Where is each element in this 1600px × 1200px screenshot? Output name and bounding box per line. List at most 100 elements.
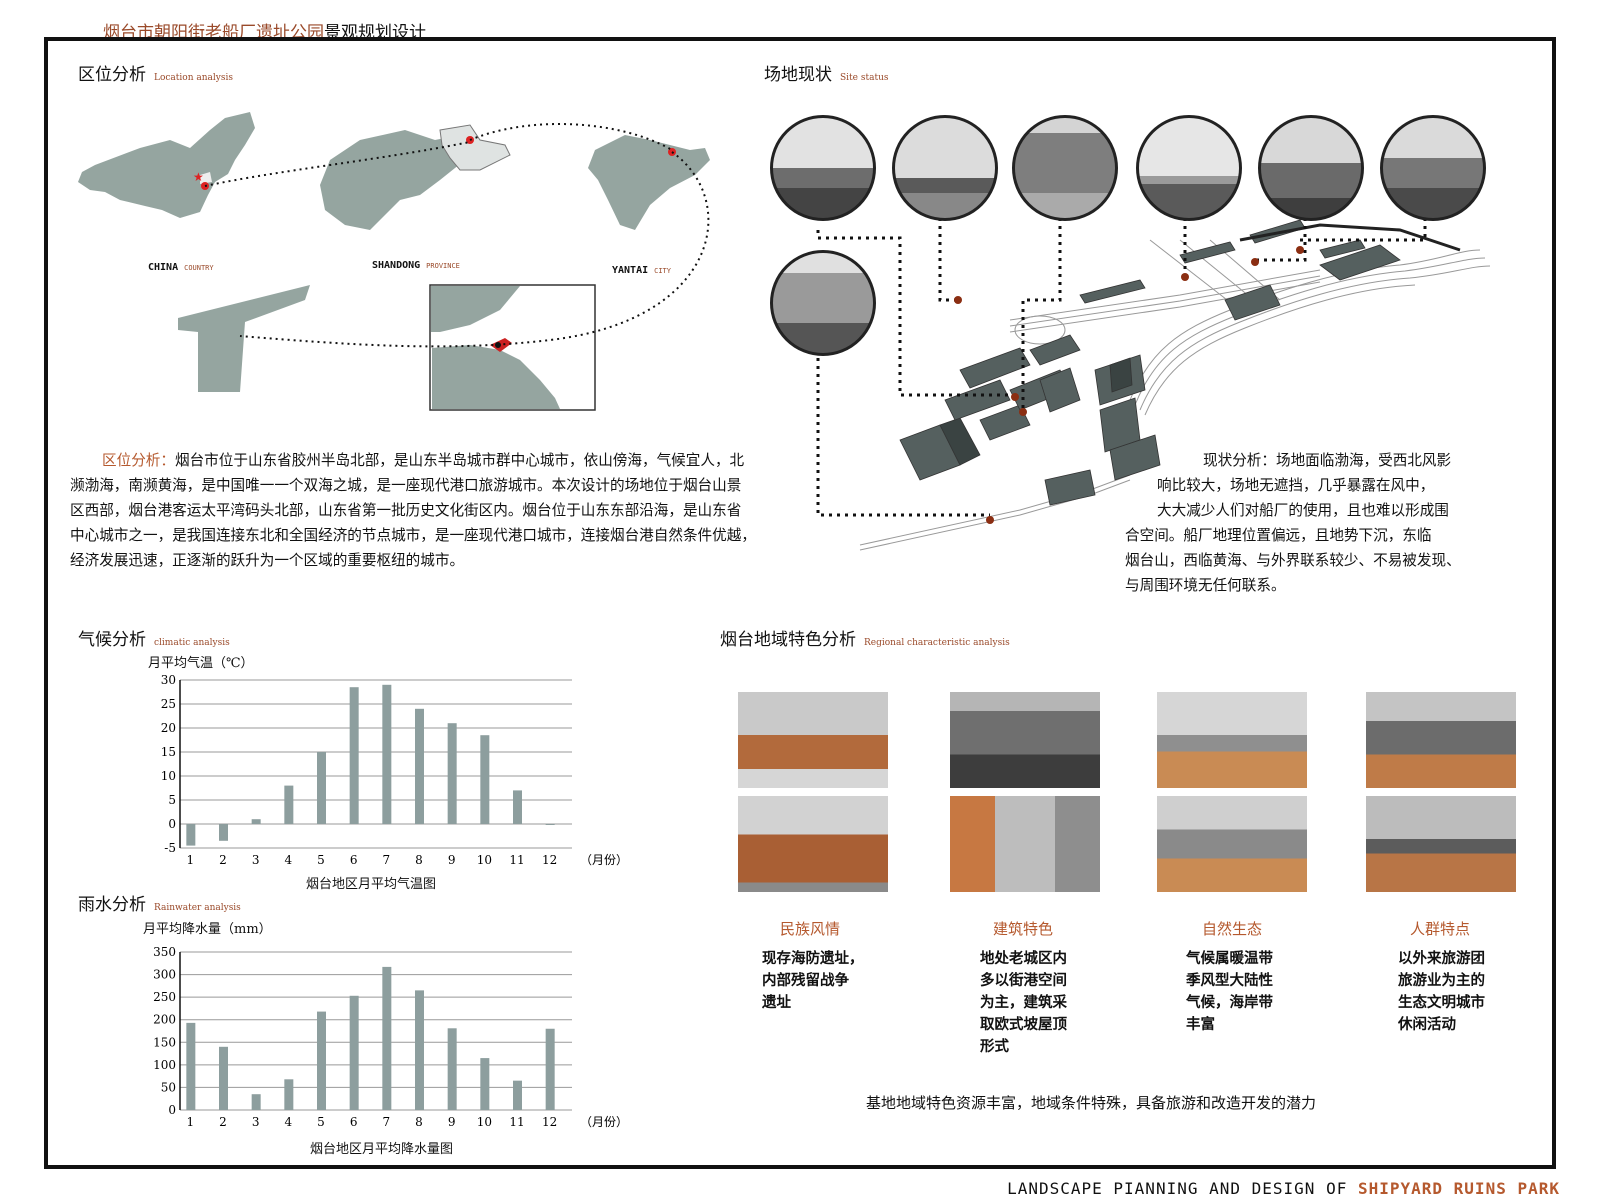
x-tick-label: 12 (542, 853, 557, 867)
x-tick-label: 10 (477, 1115, 492, 1129)
x-unit-label: （月份） (580, 1115, 628, 1129)
rain-ylabel: 月平均降水量（mm） (143, 922, 272, 937)
category-text-ethnic: 现存海防遗址，内部残留战争遗址 (762, 950, 864, 1011)
y-tick-label: 50 (161, 1080, 176, 1094)
location-para-highlight: 区位分析： (102, 452, 175, 469)
bar (480, 735, 490, 824)
site-title: 场地现状 Site status (764, 60, 888, 85)
location-title-en: Location analysis (154, 73, 233, 83)
x-unit-label: （月份） (580, 853, 628, 867)
bar (349, 995, 359, 1110)
site-plan (816, 210, 1491, 551)
location-paragraph: 区位分析：烟台市位于山东省胶州半岛北部，是山东半岛城市群中心城市，依山傍海，气候… (70, 452, 756, 569)
bar (382, 684, 392, 824)
x-tick-label: 1 (187, 853, 195, 867)
y-tick-label: 25 (161, 697, 176, 711)
x-tick-label: 5 (317, 1115, 325, 1129)
bar (284, 785, 294, 824)
yantai-map (588, 135, 710, 230)
bar (186, 824, 196, 846)
category-title-architecture: 建筑特色 (992, 920, 1053, 938)
category-title-crowd: 人群特点 (1409, 920, 1470, 938)
y-tick-label: 15 (161, 745, 176, 759)
bar (251, 1094, 261, 1110)
bar (480, 1058, 490, 1110)
site-photo-crane (892, 115, 998, 221)
shandong-map (320, 130, 465, 230)
x-tick-label: 9 (448, 1115, 456, 1129)
svg-text:★: ★ (193, 170, 204, 184)
photo-coast (1157, 796, 1307, 892)
y-tick-label: 200 (153, 1013, 176, 1027)
x-tick-label: 9 (448, 853, 456, 867)
bar (284, 1079, 294, 1110)
site-title-en: Site status (840, 73, 889, 83)
y-tick-label: 20 (161, 721, 176, 735)
x-tick-label: 6 (350, 1115, 358, 1129)
photo-gun-emplacement (738, 796, 888, 892)
y-tick-label: 100 (153, 1058, 176, 1072)
y-tick-label: 30 (161, 673, 176, 687)
bar (447, 1028, 457, 1110)
x-tick-label: 4 (285, 1115, 293, 1129)
site-photo-scaffold (1258, 115, 1364, 221)
photo-trellis-path (1366, 692, 1516, 788)
photo-plaza (1366, 796, 1516, 892)
x-tick-label: 4 (285, 853, 293, 867)
category-text-crowd: 以外来旅游团旅游业为主的生态文明城市休闲活动 (1398, 950, 1485, 1033)
x-tick-label: 2 (219, 853, 227, 867)
climate-ylabel: 月平均气温（℃） (148, 656, 254, 671)
bar (545, 1028, 555, 1110)
y-tick-label: 300 (153, 968, 176, 982)
category-text-architecture: 地处老城区内多以街港空间为主，建筑采取欧式坡屋顶形式 (980, 950, 1067, 1055)
site-photo-sea (1136, 115, 1242, 221)
category-title-ecology: 自然生态 (1201, 920, 1262, 938)
category-text-ecology: 气候属暖温带季风型大陆性气候，海岸带丰富 (1186, 950, 1273, 1033)
bar (251, 819, 261, 824)
site-title-cn: 场地现状 (764, 65, 832, 85)
bar (317, 1011, 326, 1110)
site-photo-apartment (770, 250, 876, 356)
bar (447, 723, 457, 824)
bar (382, 966, 392, 1110)
china-map (78, 112, 255, 218)
location-title-cn: 区位分析 (78, 65, 146, 85)
x-tick-label: 7 (383, 1115, 391, 1129)
climate-caption: 烟台地区月平均气温图 (306, 877, 437, 892)
photo-european-street (950, 796, 1100, 892)
x-tick-label: 11 (509, 1115, 524, 1129)
bar (317, 752, 326, 824)
x-tick-label: 6 (350, 853, 358, 867)
bar (513, 790, 522, 824)
y-tick-label: 0 (168, 1103, 176, 1117)
location-maps: ★ (78, 112, 710, 411)
x-tick-label: 3 (252, 1115, 260, 1129)
bar (415, 990, 424, 1110)
site-photo-slipway (1380, 115, 1486, 221)
y-tick-label: 250 (153, 990, 176, 1004)
x-tick-label: 3 (252, 853, 260, 867)
bar (349, 687, 359, 824)
regional-summary: 基地地域特色资源丰富，地域条件特殊，具备旅游和改造开发的潜力 (866, 1094, 1317, 1112)
photo-beach (1157, 692, 1307, 788)
x-tick-label: 7 (383, 853, 391, 867)
x-tick-label: 10 (477, 853, 492, 867)
photo-old-street (950, 692, 1100, 788)
x-tick-label: 2 (219, 1115, 227, 1129)
bar (186, 1022, 196, 1110)
bar (415, 708, 424, 824)
bar (219, 824, 228, 841)
bar (513, 1080, 522, 1110)
category-title-ethnic: 民族风情 (779, 920, 840, 938)
footer-title: LANDSCAPE PIANNING AND DESIGN OF SHIPYAR… (1007, 1179, 1560, 1198)
site-photo-old-building (1012, 115, 1118, 221)
y-tick-label: 0 (168, 817, 176, 831)
y-tick-label: -5 (164, 841, 176, 855)
x-tick-label: 11 (509, 853, 524, 867)
x-tick-label: 8 (415, 853, 423, 867)
x-tick-label: 1 (187, 1115, 195, 1129)
